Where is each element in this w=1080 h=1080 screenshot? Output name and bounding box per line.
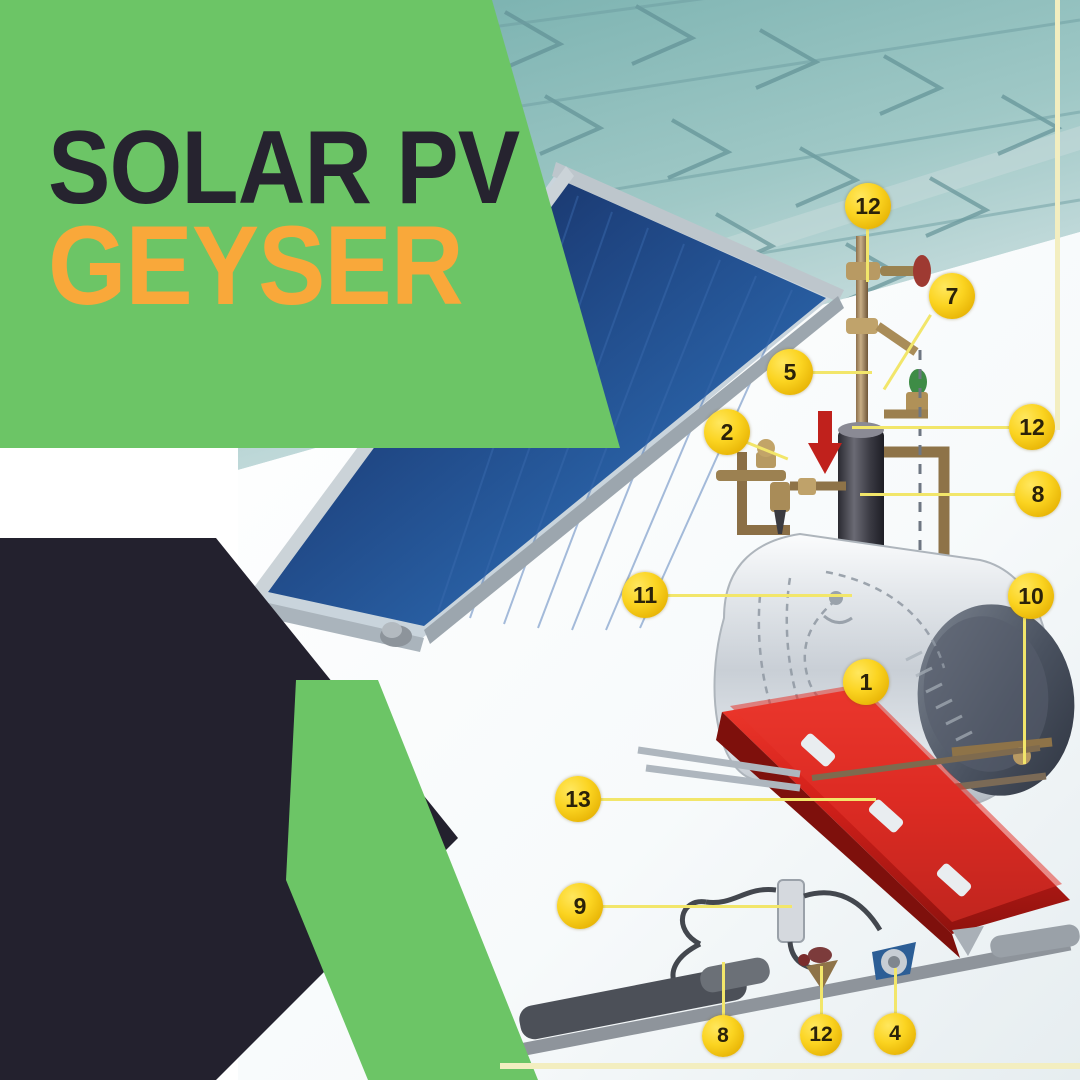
callout-badge-7[interactable]: 7 [929,273,975,319]
callout-badge-12-bottom[interactable]: 12 [800,1014,842,1056]
leader-line-12-bottom [820,966,823,1016]
callout-badge-13[interactable]: 13 [555,776,601,822]
leader-line-8-right [860,493,1016,496]
title-line-geyser: GEYSER [48,202,464,328]
frame-line-bottom [500,1063,1080,1069]
callout-badge-2[interactable]: 2 [704,409,750,455]
callout-badge-12-roof[interactable]: 12 [845,183,891,229]
callout-badge-4[interactable]: 4 [874,1013,916,1055]
service-pipe-icon [518,924,1080,1057]
bracket-icon [637,684,1070,958]
arrow-down-icon [808,411,842,474]
callout-badge-8-bottom[interactable]: 8 [702,1015,744,1057]
callout-badge-12-mid[interactable]: 12 [1009,404,1055,450]
leader-line-9 [602,905,792,908]
callout-badge-10[interactable]: 10 [1008,573,1054,619]
title-line-solar-pv: SOLAR PV [48,110,520,226]
leader-line-11 [666,594,852,597]
leader-line-4 [894,968,897,1016]
leader-line-5 [810,371,872,374]
callout-badge-1[interactable]: 1 [843,659,889,705]
callout-badge-11[interactable]: 11 [622,572,668,618]
page-title: SOLAR PV GEYSER [48,110,520,328]
leader-line-12-top [866,228,869,282]
leader-line-10 [1023,618,1026,764]
callout-badge-9[interactable]: 9 [557,883,603,929]
callout-badge-8-right[interactable]: 8 [1015,471,1061,517]
pressure-valve-icon [716,439,846,535]
frame-line-right [1055,0,1060,430]
callout-badge-5[interactable]: 5 [767,349,813,395]
leader-line-8-bottom [722,962,725,1016]
leader-line-13 [600,798,876,801]
leader-line-12-mid [852,426,1010,429]
